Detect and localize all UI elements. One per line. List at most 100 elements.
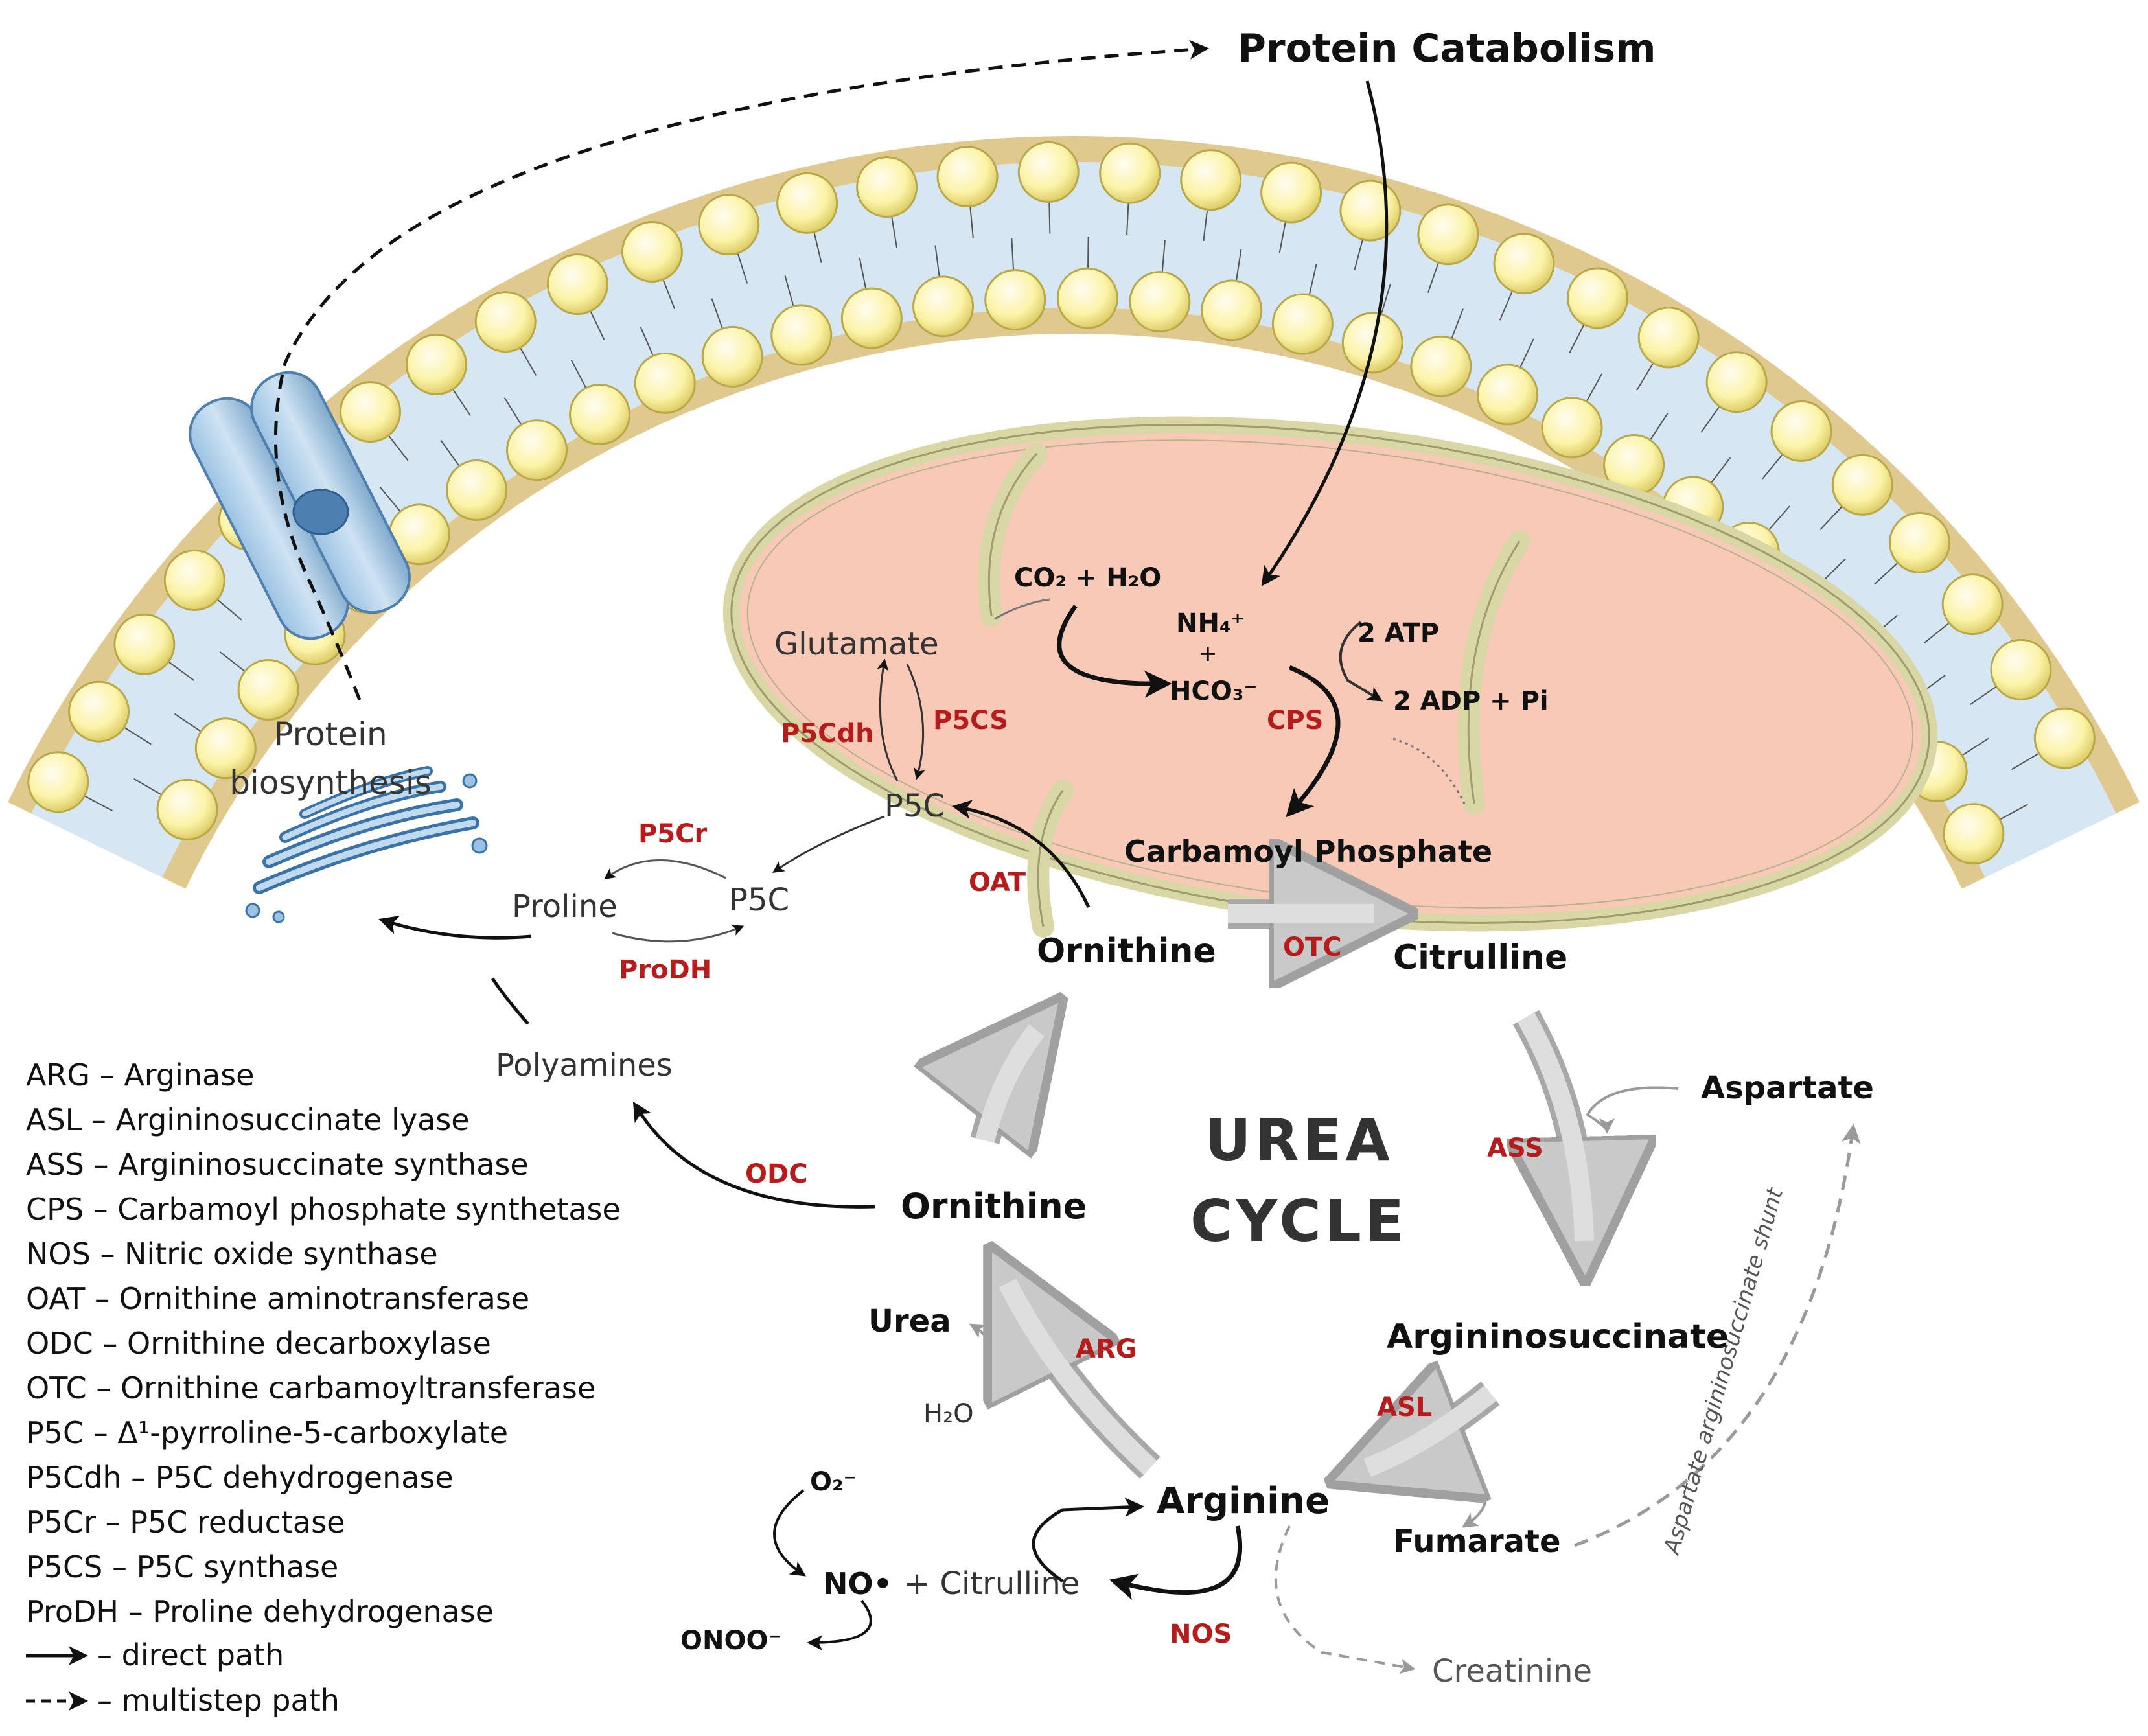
label-carbamoyl-phosphate: Carbamoyl Phosphate (1124, 834, 1492, 869)
lipid-head-outer (113, 613, 176, 675)
label-creatinine: Creatinine (1432, 1653, 1592, 1689)
label-protein: Protein (273, 715, 387, 753)
arrow-h2o-to-urea (969, 1323, 997, 1404)
lipid-head-inner (1541, 397, 1603, 459)
enzyme-oat: OAT (969, 868, 1026, 897)
arrow-arginine-to-citrulline (1109, 1525, 1243, 1601)
enzyme-p5cs: P5CS (933, 706, 1008, 735)
arrow-o2-to-no (773, 1489, 806, 1577)
label-arginine: Arginine (1157, 1480, 1330, 1522)
lipid-head-inner (506, 419, 568, 481)
arrow-p5c-to-proline (604, 859, 726, 880)
enzyme-prodh: ProDH (619, 955, 711, 985)
label-co2-h2o: CO₂ + H₂O (1014, 563, 1161, 593)
arrow-asl-to-fumarate (1457, 1463, 1487, 1528)
lipid-head-outer (1831, 454, 1893, 516)
legend-entry: P5C – Δ¹-pyrroline-5-carboxylate (26, 1415, 508, 1450)
lipid-head-inner (194, 717, 257, 780)
cell-membrane (8, 135, 2140, 889)
lipid-head-outer (68, 680, 130, 743)
labels: Protein Catabolism Protein biosynthesis … (229, 26, 1874, 1689)
label-hco3: HCO₃⁻ (1170, 677, 1257, 706)
lipid-head-outer (546, 253, 608, 316)
enzyme-otc: OTC (1283, 932, 1342, 962)
label-atp: 2 ATP (1357, 618, 1439, 648)
lipid-head-inner (984, 269, 1046, 331)
arrow-catabolism-to-nh4 (1261, 80, 1389, 586)
label-plus: + (1199, 641, 1218, 667)
label-urea: Urea (868, 1303, 951, 1339)
arrow-proline-to-p5c (612, 925, 745, 943)
enzyme-cps: CPS (1267, 706, 1323, 735)
lipid-head-outer (856, 156, 918, 218)
lipid-head-inner (1056, 267, 1118, 329)
lipid-head-inner (634, 352, 696, 414)
label-aspartate: Aspartate (1701, 1070, 1874, 1106)
label-p5c-inner: P5C (884, 788, 945, 824)
lipid-head-inner (156, 778, 218, 840)
lipid-head-inner (1477, 364, 1539, 426)
label-citrulline-mito: Citrulline (1393, 938, 1567, 977)
enzyme-p5cdh: P5Cdh (781, 719, 874, 748)
lipid-head-outer (1099, 142, 1161, 204)
arrow-co2-to-hco3 (1057, 604, 1172, 698)
arrow-channel-to-catabolism (273, 40, 1209, 700)
enzyme-odc: ODC (745, 1159, 808, 1189)
membrane-channel-icon (189, 371, 411, 640)
enzyme-ass: ASS (1487, 1133, 1543, 1163)
lipid-head-inner (1943, 803, 2005, 865)
label-o2: O₂⁻ (810, 1467, 857, 1497)
label-shunt: Aspartate argininosuccinate shunt (1659, 1185, 1789, 1558)
label-ornithine: Ornithine (901, 1186, 1087, 1227)
enzyme-arg: ARG (1076, 1334, 1137, 1364)
lipid-head-outer (1770, 400, 1832, 462)
arrow-fumarate-to-aspartate (1574, 1124, 1861, 1547)
legend-entry: ARG – Arginase (26, 1058, 254, 1093)
lipid-head-outer (1941, 573, 2004, 636)
legend-entry: ASL – Argininosuccinate lyase (26, 1102, 470, 1137)
arrow-no-to-onoo (807, 1599, 872, 1650)
lipid-head-outer (1339, 179, 1402, 242)
lipid-head-inner (569, 383, 631, 445)
legend-multistep-text: – multistep path (97, 1683, 340, 1718)
label-fumarate: Fumarate (1393, 1523, 1561, 1560)
label-argininosuccinate: Argininosuccinate (1387, 1317, 1729, 1356)
legend-entry: ASS – Argininosuccinate synthase (26, 1147, 529, 1182)
label-h2o: H₂O (923, 1399, 974, 1429)
label-glutamate: Glutamate (774, 626, 939, 662)
arrow-nos-loop (1032, 1498, 1144, 1583)
lipid-head-outer (1180, 149, 1242, 211)
legend-direct-text: – direct path (97, 1638, 284, 1672)
arrow-aspartate-to-ass (1586, 1086, 1679, 1134)
title-protein-catabolism: Protein Catabolism (1238, 26, 1656, 71)
legend-entry: P5Cr – P5C reductase (26, 1505, 345, 1540)
legend-entry: P5CS – P5C synthase (26, 1549, 338, 1584)
legend-entry: CPS – Carbamoyl phosphate synthetase (26, 1192, 621, 1227)
golgi-icon (245, 766, 488, 923)
arrow-ornithine-to-p5c (952, 800, 1091, 909)
label-no: NO• (823, 1566, 892, 1601)
lipid-head-outer (1567, 267, 1629, 329)
lipid-head-inner (1410, 335, 1472, 397)
lipid-head-inner (840, 287, 903, 349)
lipid-head-outer (1637, 307, 1700, 369)
arrow-arginine-to-creatinine (1274, 1525, 1416, 1674)
legend-entry: ODC – Ornithine decarboxylase (26, 1326, 491, 1361)
lipid-head-outer (1260, 161, 1322, 224)
label-citrulline-no: + Citrulline (904, 1566, 1080, 1602)
arrow-p5c-to-p5c (772, 815, 885, 874)
membrane-inner-band (31, 161, 2116, 877)
label-urea-cycle-2: CYCLE (1190, 1188, 1408, 1255)
lipid-head-outer (698, 194, 760, 256)
lipid-head-outer (2033, 707, 2096, 769)
lipid-head-outer (621, 221, 683, 283)
lipid-head-outer (27, 751, 89, 813)
label-polyamines: Polyamines (496, 1047, 673, 1083)
arrow-polyamines-to-golgi (491, 977, 529, 1025)
legend-entry: P5Cdh – P5C dehydrogenase (26, 1460, 454, 1495)
arrow-cps-to-carbamoyl (1286, 665, 1341, 818)
lipid-head-inner (446, 459, 508, 522)
arrow-ornithine-to-polyamines (632, 1101, 875, 1209)
lipid-head-outer (163, 549, 225, 611)
